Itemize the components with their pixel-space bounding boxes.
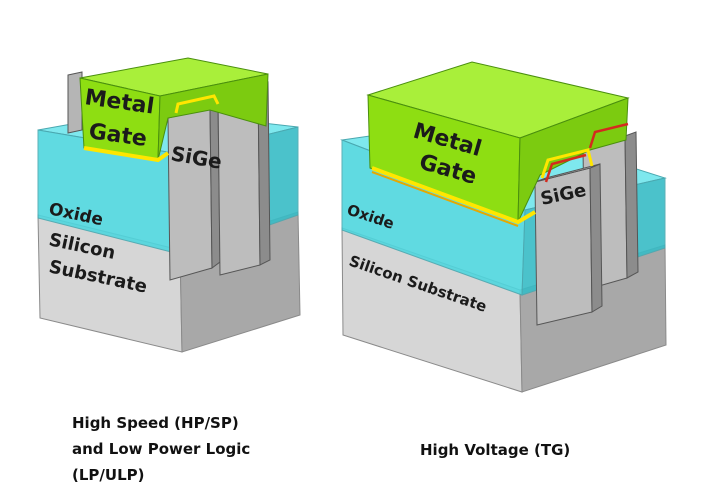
left-caption: High Speed (HP/SP) and Low Power Logic (… <box>72 410 250 488</box>
right-device <box>340 61 667 393</box>
right-metal-gate <box>366 61 630 227</box>
left-caption-line1: High Speed (HP/SP) <box>72 414 239 432</box>
left-metal-gate <box>79 57 269 163</box>
left-fins <box>67 71 271 281</box>
right-fins <box>534 131 639 326</box>
left-caption-line3: (LP/ULP) <box>72 466 145 484</box>
right-caption: High Voltage (TG) <box>420 441 571 459</box>
left-device <box>37 57 301 353</box>
left-caption-line2: and Low Power Logic <box>72 440 251 458</box>
